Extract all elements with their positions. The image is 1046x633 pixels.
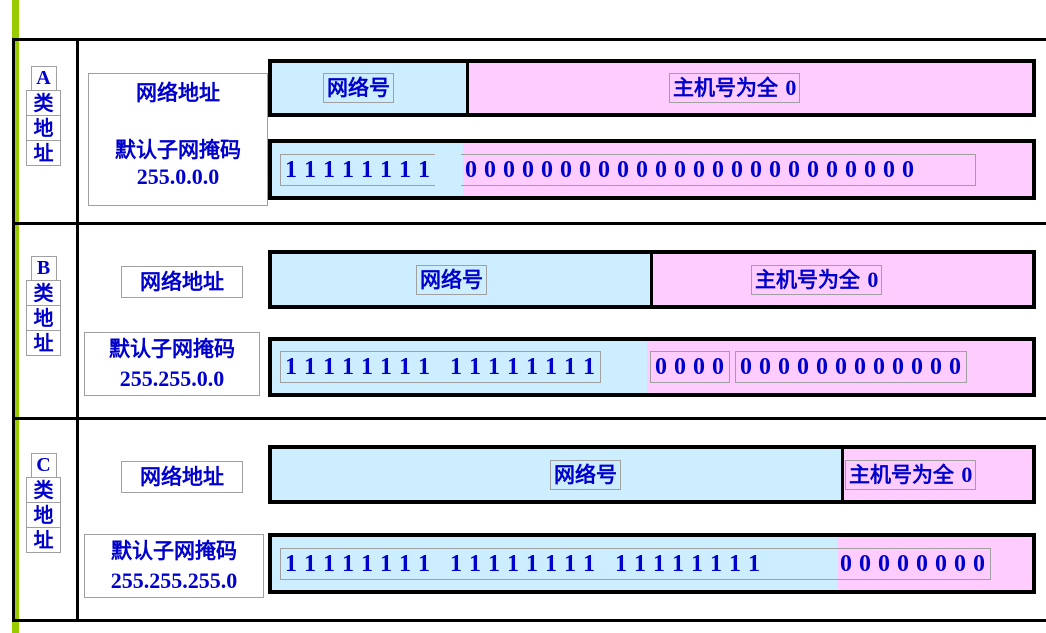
table-left-border (12, 38, 15, 622)
class-char: 址 (26, 140, 61, 166)
table-top-border (12, 38, 1046, 41)
network-part: 网络号 (272, 254, 653, 305)
mask-ones-part: 1 1 1 1 1 1 1 1 (272, 143, 463, 196)
default-mask-box: 默认子网掩码 255.255.255.0 (84, 534, 264, 598)
row-divider (12, 222, 1046, 225)
network-part: 网络号 (272, 63, 469, 113)
class-char: 类 (26, 477, 61, 503)
mask-ones-bits: 1 1 1 1 1 1 1 1 1 1 1 1 1 1 1 1 (280, 351, 601, 383)
row-divider (12, 417, 1046, 420)
mask-zeros-part: 0 0 0 0 0 0 0 0 0 0 0 0 0 0 0 0 (647, 341, 1032, 393)
mask-zeros-bits: 0 0 0 0 0 0 0 0 0 0 0 0 0 0 0 0 0 0 0 0 … (461, 153, 976, 186)
host-part-label: 主机号为全 0 (845, 459, 977, 490)
class-char: 地 (26, 502, 61, 528)
host-part: 主机号为全 0 (844, 449, 1032, 500)
class-char: 类 (26, 90, 61, 116)
default-mask-box: 默认子网掩码 255.255.0.0 (84, 332, 260, 396)
class-char: 址 (26, 527, 61, 553)
class-c-mask-bar: 1 1 1 1 1 1 1 1 1 1 1 1 1 1 1 1 1 1 1 1 … (268, 533, 1036, 594)
mask-zeros-bits-b: 0 0 0 0 0 0 0 0 0 0 0 0 (735, 351, 967, 383)
default-mask-label: 默认子网掩码 (109, 337, 235, 361)
default-mask-label: 默认子网掩码 (111, 539, 237, 563)
default-mask-value: 255.255.0.0 (119, 366, 225, 391)
host-part: 主机号为全 0 (469, 63, 1032, 113)
table-bottom-border (12, 619, 1046, 622)
mask-zeros-part: 0 0 0 0 0 0 0 0 0 0 0 0 0 0 0 0 0 0 0 0 … (461, 143, 1032, 196)
class-b-label: B 类 地 址 (26, 256, 61, 356)
network-address-label: 网络地址 (136, 81, 220, 105)
network-part-label: 网络号 (416, 264, 487, 295)
mask-ones-bits: 1 1 1 1 1 1 1 1 (280, 153, 435, 186)
column-divider (76, 38, 79, 622)
network-address-label: 网络地址 (121, 266, 243, 298)
default-mask-value: 255.0.0.0 (136, 164, 220, 189)
class-char: 址 (26, 330, 61, 356)
class-c-address-bar: 网络号 主机号为全 0 (268, 445, 1036, 504)
host-part-label: 主机号为全 0 (751, 264, 883, 295)
network-part: 网络号 (272, 449, 844, 500)
default-mask-value: 255.255.255.0 (110, 568, 238, 593)
class-char: 地 (26, 115, 61, 141)
mask-zeros-bits: 0 0 0 0 0 0 0 0 (836, 547, 991, 580)
network-part-label: 网络号 (550, 459, 621, 490)
default-mask-label: 默认子网掩码 (115, 138, 241, 162)
mask-ones-part: 1 1 1 1 1 1 1 1 1 1 1 1 1 1 1 1 1 1 1 1 … (272, 537, 840, 590)
class-b-mask-bar: 1 1 1 1 1 1 1 1 1 1 1 1 1 1 1 1 0 0 0 0 … (268, 337, 1036, 397)
class-a-label: A 类 地 址 (26, 66, 61, 166)
class-letter: B (30, 256, 57, 281)
network-address-label: 网络地址 (121, 461, 243, 493)
network-part-label: 网络号 (323, 73, 394, 103)
host-part: 主机号为全 0 (653, 254, 1032, 305)
class-b-address-bar: 网络号 主机号为全 0 (268, 250, 1036, 309)
host-part-label: 主机号为全 0 (669, 73, 801, 103)
class-a-mask-bar: 1 1 1 1 1 1 1 1 0 0 0 0 0 0 0 0 0 0 0 0 … (268, 139, 1036, 200)
mask-ones-bits: 1 1 1 1 1 1 1 1 1 1 1 1 1 1 1 1 1 1 1 1 … (280, 547, 840, 580)
class-a-address-bar: 网络号 主机号为全 0 (268, 59, 1036, 117)
class-a-info-box: 网络地址 默认子网掩码 255.0.0.0 (88, 73, 268, 206)
mask-zeros-bits-a: 0 0 0 0 (650, 351, 730, 383)
mask-ones-part: 1 1 1 1 1 1 1 1 1 1 1 1 1 1 1 1 (272, 341, 647, 393)
mask-zeros-part: 0 0 0 0 0 0 0 0 (836, 537, 1032, 590)
class-char: 地 (26, 305, 61, 331)
class-c-label: C 类 地 址 (26, 453, 61, 553)
accent-bar (12, 0, 19, 633)
class-letter: C (30, 453, 57, 478)
class-char: 类 (26, 280, 61, 306)
class-letter: A (30, 66, 57, 91)
